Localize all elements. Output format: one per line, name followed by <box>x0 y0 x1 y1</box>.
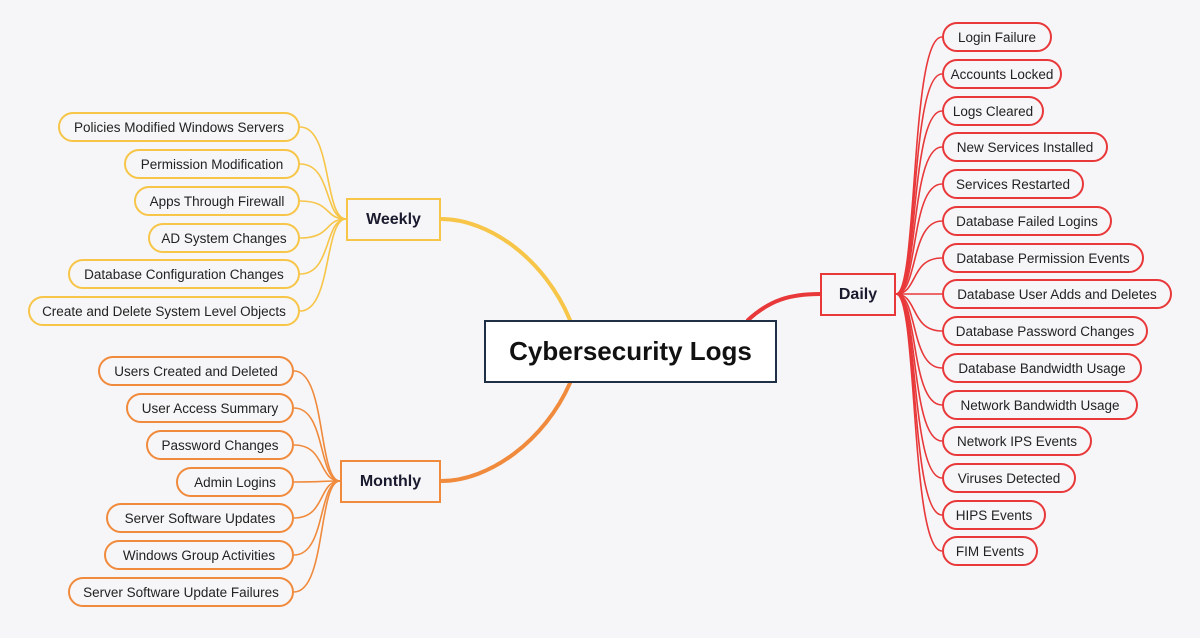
connector-weekly-2 <box>299 200 347 220</box>
connector-daily-3 <box>895 146 943 295</box>
leaf-daily-accounts-locked[interactable]: Accounts Locked <box>942 59 1062 89</box>
connector-weekly-1 <box>299 163 347 220</box>
branch-daily[interactable]: Daily <box>820 273 896 316</box>
leaf-daily-database-failed-logins[interactable]: Database Failed Logins <box>942 206 1112 236</box>
connector-root-monthly <box>439 381 572 483</box>
leaf-monthly-admin-logins[interactable]: Admin Logins <box>176 467 294 497</box>
connector-monthly-0 <box>293 370 341 482</box>
leaf-weekly-apps-through-firewall[interactable]: Apps Through Firewall <box>134 186 300 216</box>
connector-root-daily <box>746 292 822 322</box>
leaf-daily-network-ips-events[interactable]: Network IPS Events <box>942 426 1092 456</box>
leaf-daily-database-password-changes[interactable]: Database Password Changes <box>942 316 1148 346</box>
leaf-monthly-user-access-summary[interactable]: User Access Summary <box>126 393 294 423</box>
leaf-daily-viruses-detected[interactable]: Viruses Detected <box>942 463 1076 493</box>
branch-weekly[interactable]: Weekly <box>346 198 441 241</box>
leaf-weekly-create-and-delete-system-level-objects[interactable]: Create and Delete System Level Objects <box>28 296 300 326</box>
connector-weekly-4 <box>299 218 347 275</box>
leaf-weekly-policies-modified-windows-servers[interactable]: Policies Modified Windows Servers <box>58 112 300 142</box>
connector-monthly-1 <box>293 407 341 482</box>
leaf-daily-login-failure[interactable]: Login Failure <box>942 22 1052 52</box>
connector-monthly-6 <box>293 480 341 593</box>
leaf-weekly-database-configuration-changes[interactable]: Database Configuration Changes <box>68 259 300 289</box>
leaf-daily-network-bandwidth-usage[interactable]: Network Bandwidth Usage <box>942 390 1138 420</box>
connector-daily-14 <box>895 293 943 552</box>
leaf-monthly-password-changes[interactable]: Password Changes <box>146 430 294 460</box>
leaf-daily-new-services-installed[interactable]: New Services Installed <box>942 132 1108 162</box>
leaf-monthly-server-software-update-failures[interactable]: Server Software Update Failures <box>68 577 294 607</box>
connector-daily-4 <box>895 183 943 295</box>
connector-root-weekly <box>439 217 572 322</box>
leaf-daily-database-bandwidth-usage[interactable]: Database Bandwidth Usage <box>942 353 1142 383</box>
connector-daily-5 <box>895 220 943 295</box>
root-node-title[interactable]: Cybersecurity Logs <box>484 320 777 383</box>
connector-weekly-5 <box>299 218 347 312</box>
leaf-monthly-windows-group-activities[interactable]: Windows Group Activities <box>104 540 294 570</box>
connector-daily-1 <box>895 73 943 295</box>
leaf-daily-services-restarted[interactable]: Services Restarted <box>942 169 1084 199</box>
leaf-daily-database-permission-events[interactable]: Database Permission Events <box>942 243 1144 273</box>
connector-daily-8 <box>895 293 943 332</box>
connector-daily-13 <box>895 293 943 516</box>
leaf-daily-logs-cleared[interactable]: Logs Cleared <box>942 96 1044 126</box>
leaf-weekly-ad-system-changes[interactable]: AD System Changes <box>148 223 300 253</box>
leaf-weekly-permission-modification[interactable]: Permission Modification <box>124 149 300 179</box>
leaf-daily-fim-events[interactable]: FIM Events <box>942 536 1038 566</box>
branch-monthly[interactable]: Monthly <box>340 460 441 503</box>
connector-daily-6 <box>895 257 943 295</box>
leaf-daily-hips-events[interactable]: HIPS Events <box>942 500 1046 530</box>
leaf-daily-database-user-adds-and-deletes[interactable]: Database User Adds and Deletes <box>942 279 1172 309</box>
leaf-monthly-server-software-updates[interactable]: Server Software Updates <box>106 503 294 533</box>
leaf-monthly-users-created-and-deleted[interactable]: Users Created and Deleted <box>98 356 294 386</box>
connector-daily-2 <box>895 110 943 295</box>
connector-weekly-0 <box>299 126 347 220</box>
connector-daily-12 <box>895 293 943 479</box>
connector-monthly-2 <box>293 444 341 482</box>
connector-monthly-4 <box>293 480 341 519</box>
